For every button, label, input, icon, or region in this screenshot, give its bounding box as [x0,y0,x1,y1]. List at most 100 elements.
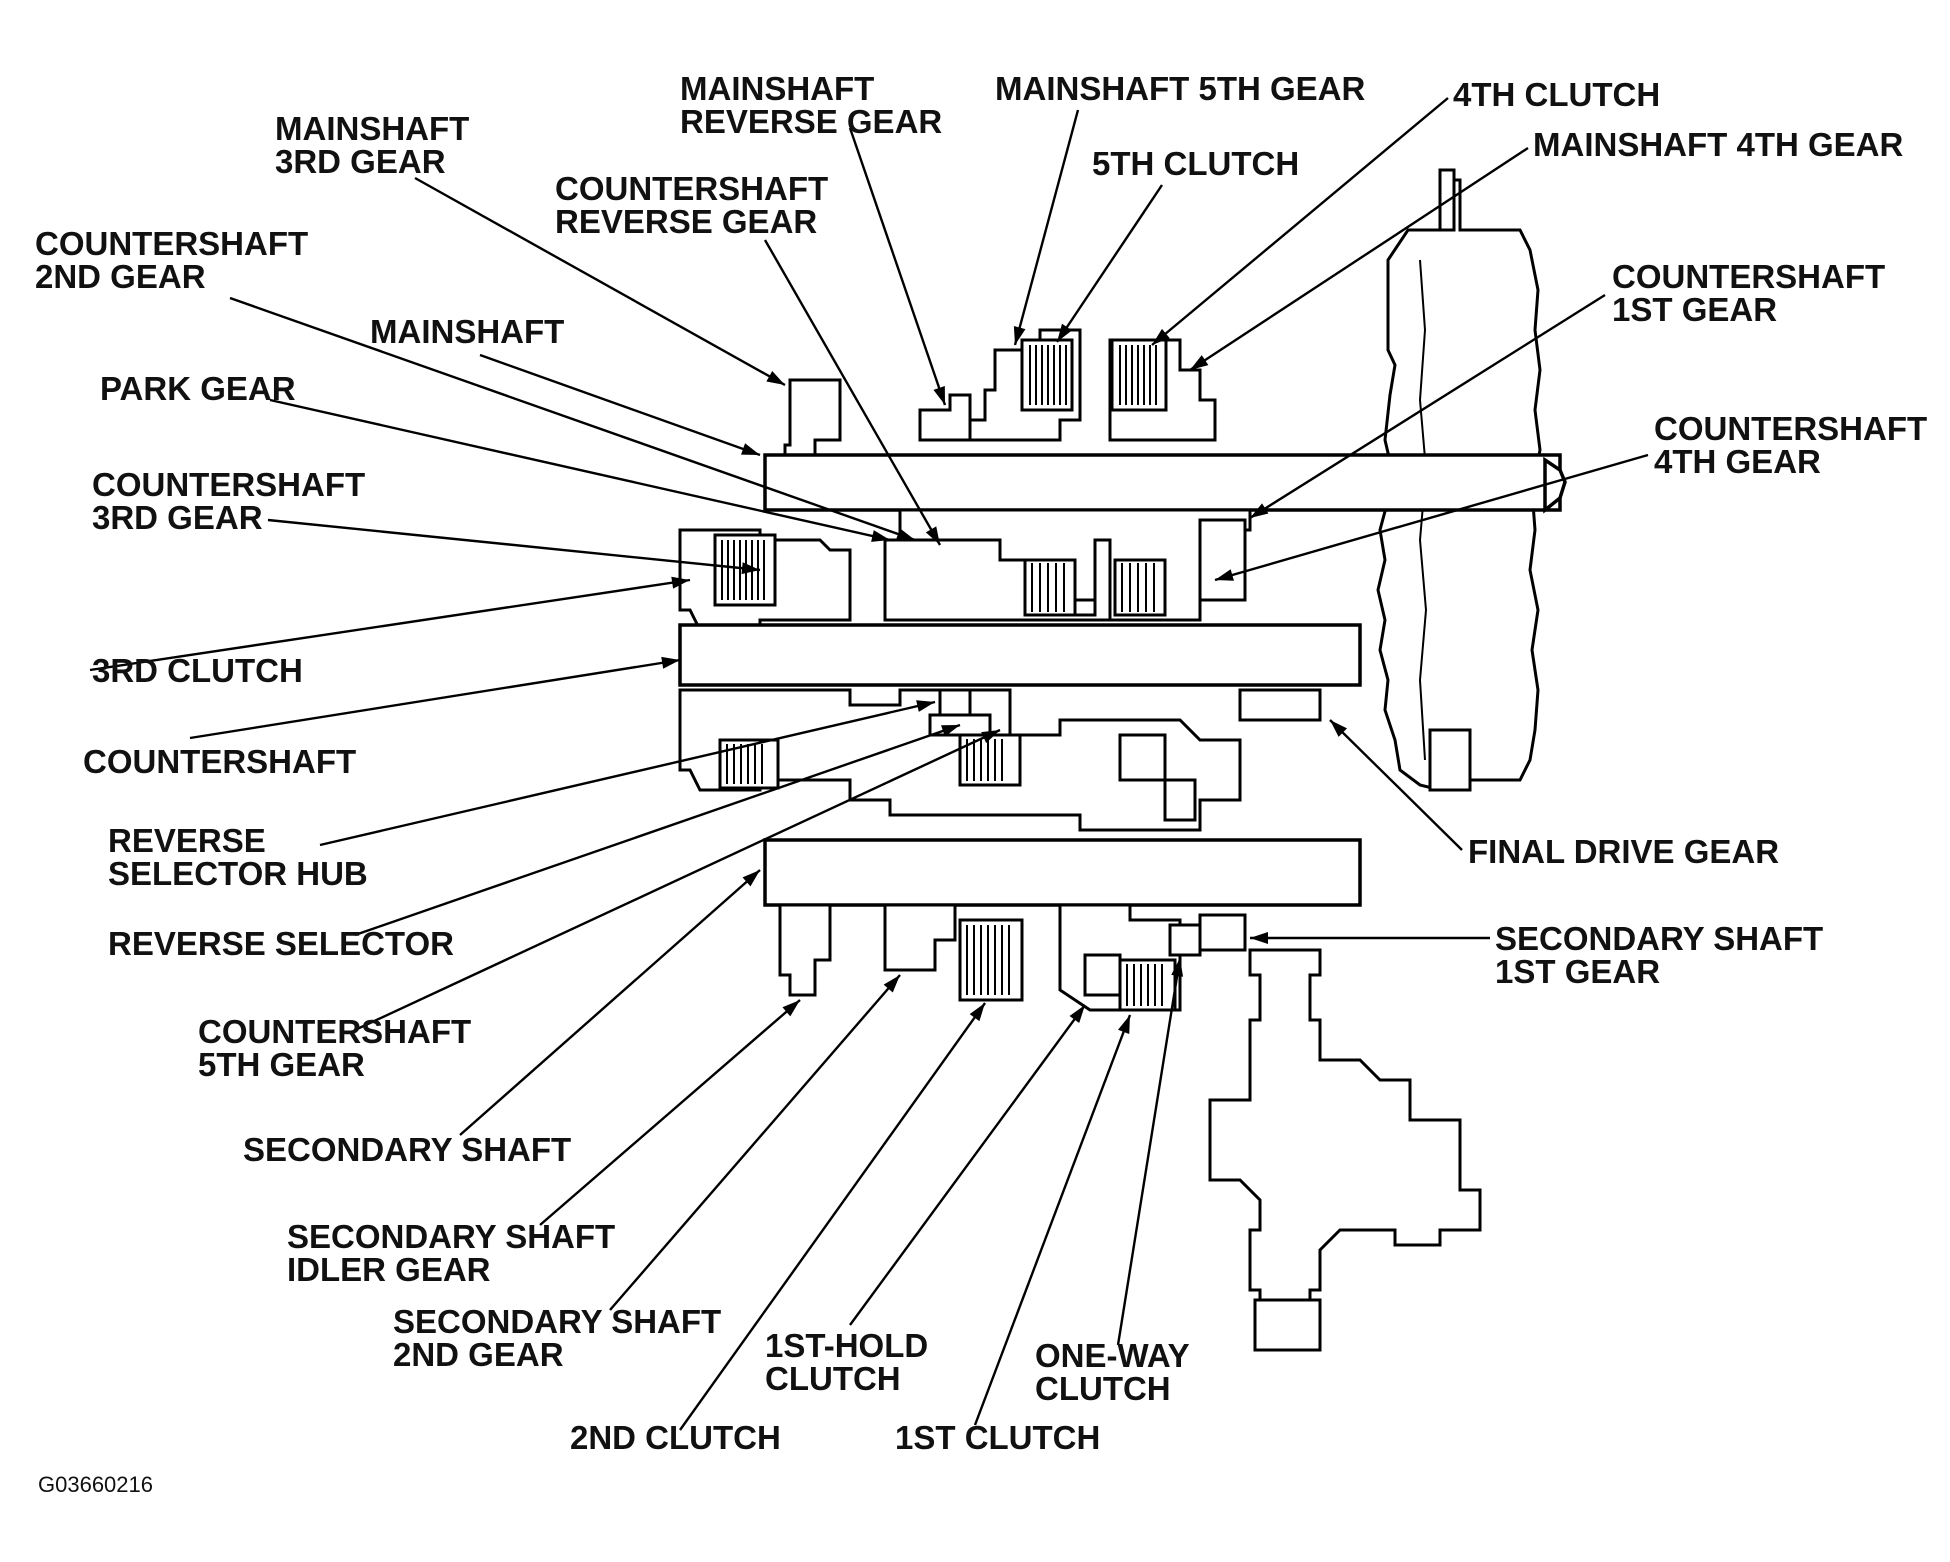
label-mainshaft-reverse-gear: MAINSHAFT REVERSE GEAR [680,70,942,140]
arrowhead-final-drive-gear [1330,720,1348,737]
arrowhead-secondary-shaft-1st-gear [1250,932,1268,944]
leader-line-countershaft-1st-gear [1249,293,1606,520]
arrowhead-mainshaft [741,443,760,455]
label-countershaft-2nd-gear: COUNTERSHAFT 2ND GEAR [35,225,317,295]
label-reverse-selector: REVERSE SELECTOR [108,925,454,962]
label-5th-clutch: 5TH CLUTCH [1092,145,1299,182]
arrowhead-reverse-selector [941,725,960,737]
arrowhead-countershaft [661,656,680,669]
countershaft-upper-gears [883,538,1112,622]
clutch-pack-1st-hold [1083,953,1122,997]
leader-line-mainshaft-reverse-gear [848,127,947,406]
label-final-drive-gear: FINAL DRIVE GEAR [1468,833,1779,870]
arrowhead-5th-clutch [1057,323,1072,342]
arrowhead-mainshaft-4th-gear [1190,355,1209,370]
labels: MAINSHAFT REVERSE GEAR MAINSHAFT 5TH GEA… [35,70,1927,1497]
leader-line-4th-clutch [1151,97,1449,346]
label-secondary-shaft: SECONDARY SHAFT [243,1131,571,1168]
label-secondary-shaft-idler-gear: SECONDARY SHAFT IDLER GEAR [287,1218,624,1288]
secondary-shaft-shaft [763,838,1362,907]
leader-line-1st-clutch [973,1014,1132,1426]
leader-line-countershaft-5th-gear [354,728,1001,1032]
leader-line-2nd-clutch [679,1002,986,1431]
one-way-clutch-part [1168,923,1202,957]
clutch-pack-countershaft-upper [1023,558,1077,617]
leader-line-secondary-shaft-2nd-gear [609,974,901,1311]
countershaft-1st-gear-part [1198,518,1247,602]
label-4th-clutch: 4TH CLUTCH [1453,76,1660,113]
leader-line-countershaft-reverse-gear [763,239,942,546]
differential-output-bottom [1253,1298,1322,1352]
leader-line-countershaft-2nd-gear [229,296,916,542]
clutch-plates-4th [1119,345,1157,405]
mainshaft-end [1543,456,1567,514]
label-mainshaft-4th-gear: MAINSHAFT 4TH GEAR [1533,126,1904,163]
mainshaft-3rd-gear-part [783,378,842,462]
leader-line-park-gear [269,398,891,542]
clutch-plates-2nd-lower [966,925,1010,995]
label-countershaft-1st-gear: COUNTERSHAFT 1ST GEAR [1612,258,1894,328]
label-countershaft-3rd-gear: COUNTERSHAFT 3RD GEAR [92,466,374,536]
label-secondary-shaft-1st-gear: SECONDARY SHAFT 1ST GEAR [1495,920,1832,990]
leader-line-reverse-selector-hub [319,700,936,847]
label-mainshaft: MAINSHAFT [370,313,564,350]
arrowhead-countershaft-3rd-gear [741,562,760,575]
leader-line-3rd-clutch [89,578,691,672]
reverse-selector-hub-part [938,688,972,717]
one-way-clutch-upper [1163,778,1197,822]
label-reverse-selector-hub: REVERSE SELECTOR HUB [108,822,368,892]
leader-line-mainshaft [479,353,761,457]
label-2nd-clutch: 2ND CLUTCH [570,1419,781,1456]
secondary-shaft-1st-gear-part [1198,913,1247,952]
arrowhead-secondary-shaft [742,870,760,887]
final-drive-gear-part [1238,688,1322,722]
arrowhead-mainshaft-reverse-gear [933,386,945,405]
clutch-plates-1st [1126,964,1163,1006]
label-countershaft-5th-gear: COUNTERSHAFT 5TH GEAR [198,1013,480,1083]
arrowhead-countershaft-reverse-gear [925,526,940,545]
clutch-pack-1st-upper [1118,733,1167,782]
leader-line-mainshaft-3rd-gear [414,176,786,387]
label-3rd-clutch: 3RD CLUTCH [92,652,303,689]
leader-line-5th-clutch [1056,184,1163,343]
leader-line-one-way-clutch [1116,957,1182,1346]
countershaft-shaft [678,623,1362,687]
clutch-plates-countershaft-4th [1121,563,1155,612]
label-countershaft-reverse-gear: COUNTERSHAFT REVERSE GEAR [555,170,837,240]
clutch-plates-countershaft-upper [1031,563,1065,612]
arrowhead-countershaft-2nd-gear [896,528,915,540]
clutch-pack-countershaft-4th [1113,558,1167,617]
differential-assembly [1208,948,1482,1302]
converter-hub [1428,728,1472,792]
leader-line-mainshaft-5th-gear [1013,109,1080,346]
arrowhead-reverse-selector-hub [916,700,935,712]
arrowhead-countershaft-5th-gear [981,730,1000,744]
arrowhead-mainshaft-5th-gear [1013,326,1026,345]
leader-line-secondary-shaft-idler-gear [539,999,801,1226]
arrowhead-4th-clutch [1152,328,1170,345]
leader-lines [89,97,1649,1431]
label-1st-clutch: 1ST CLUTCH [895,1419,1100,1456]
mainshaft-reverse-gear-part [918,393,972,442]
label-one-way-clutch: ONE-WAY CLUTCH [1035,1337,1198,1407]
leader-line-1st-hold-clutch [849,1004,1086,1326]
arrowhead-1st-hold-clutch [1069,1005,1085,1024]
arrowhead-1st-clutch [1118,1015,1130,1034]
secondary-shaft-2nd-gear-part [883,903,957,972]
leader-line-final-drive-gear [1329,719,1463,851]
leader-line-countershaft [189,658,681,740]
label-park-gear: PARK GEAR [100,370,296,407]
arrowhead-countershaft-4th-gear [1215,569,1234,581]
leader-line-secondary-shaft [459,869,761,1136]
label-countershaft: COUNTERSHAFT [83,743,356,780]
arrowhead-mainshaft-3rd-gear [766,370,785,385]
arrowhead-one-way-clutch [1171,958,1184,977]
clutch-pack-2nd [958,733,1022,787]
arrowhead-2nd-clutch [969,1003,985,1022]
label-secondary-shaft-2nd-gear: SECONDARY SHAFT 2ND GEAR [393,1303,730,1373]
label-1st-hold-clutch: 1ST-HOLD CLUTCH [765,1327,937,1397]
arrowhead-countershaft-1st-gear [1250,503,1269,518]
leader-line-countershaft-4th-gear [1214,453,1649,582]
clutch-plates-5th [1029,345,1067,405]
